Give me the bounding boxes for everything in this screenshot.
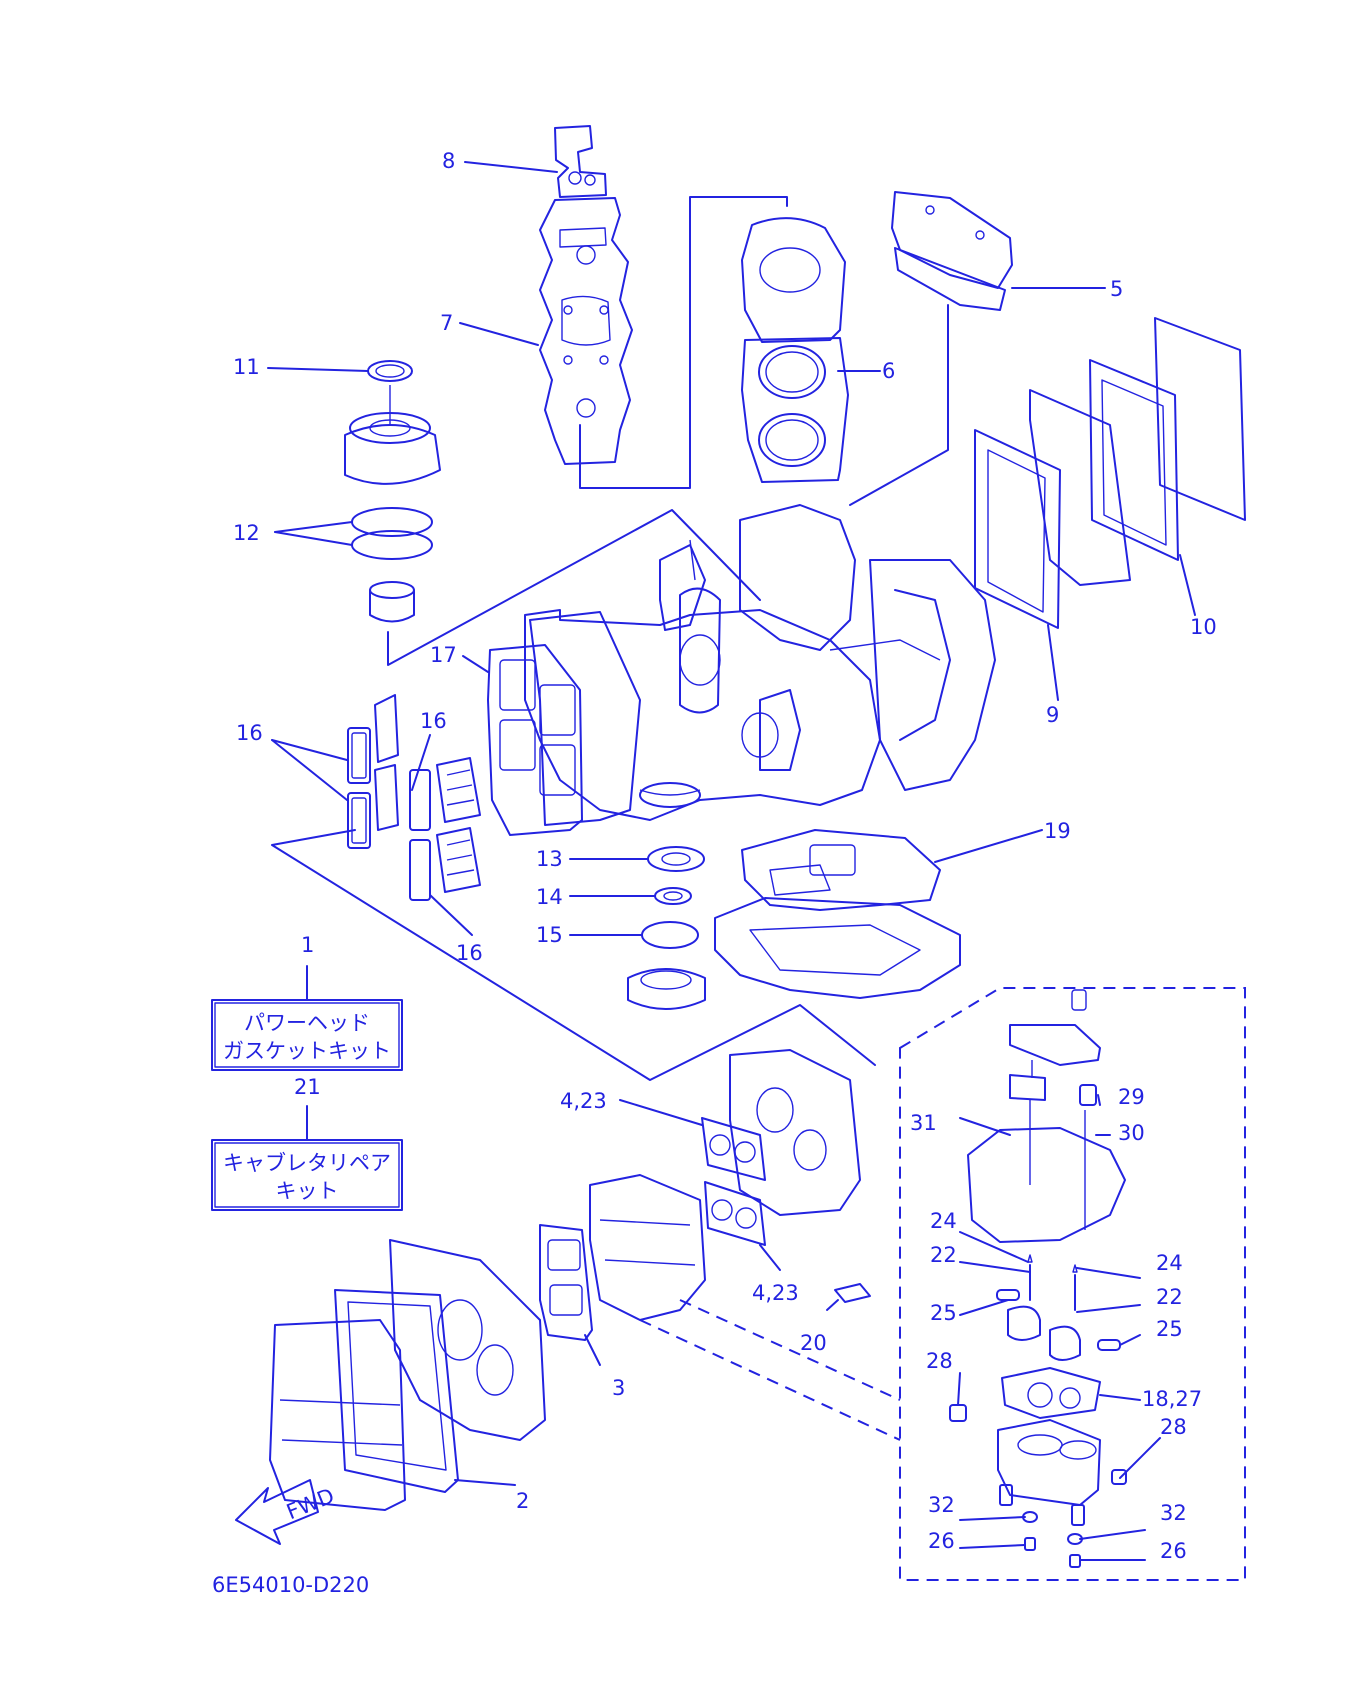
part-12-orings: [351, 507, 433, 560]
kit-bracket-lower: [271, 829, 876, 1081]
carb-float: [996, 1289, 1121, 1361]
part-14-bearing: [654, 887, 692, 905]
callout-5: 5: [1110, 277, 1123, 301]
callout-26-left: 26: [928, 1529, 955, 1553]
callout-25-right: 25: [1156, 1317, 1183, 1341]
callout-32-left: 32: [928, 1493, 955, 1517]
callout-9: 9: [1046, 703, 1059, 727]
part-20-plate: [834, 1283, 871, 1303]
part-17-gasket: [487, 644, 583, 836]
callout-4-23-lower: 4,23: [752, 1281, 799, 1305]
outer-cover: [1154, 317, 1246, 521]
callout-4-23-upper: 4,23: [560, 1089, 607, 1113]
callout-16-lower: 16: [456, 941, 483, 965]
callout-3: 3: [612, 1376, 625, 1400]
callout-16-middle: 16: [420, 709, 447, 733]
part-5-link-line: [849, 304, 949, 506]
part-13-seal: [647, 846, 705, 872]
leader-lines: [267, 161, 1196, 1561]
callout-20: 20: [800, 1331, 827, 1355]
callout-6: 6: [882, 359, 895, 383]
callout-2: 2: [516, 1489, 529, 1513]
dashed-leader-upper: [679, 1299, 901, 1401]
callout-31: 31: [910, 1111, 937, 1135]
exhaust-guide: [714, 897, 961, 999]
fwd-arrow: [235, 1479, 319, 1545]
callout-25-left: 25: [930, 1301, 957, 1325]
callout-32-right: 32: [1160, 1501, 1187, 1525]
part-18-27-gasket: [1001, 1367, 1101, 1419]
callout-30: 30: [1118, 1121, 1145, 1145]
part-11-housing: [344, 385, 441, 485]
part-5-cover: [891, 191, 1013, 311]
part-10-gasket: [1089, 359, 1179, 561]
callout-22-left: 22: [930, 1243, 957, 1267]
intake-manifold: [529, 611, 641, 826]
part-6-cylinder-head: [741, 217, 849, 483]
callout-7: 7: [440, 311, 453, 335]
callout-19: 19: [1044, 819, 1071, 843]
part-2-gasket: [334, 1289, 459, 1493]
callout-26-right: 26: [1160, 1539, 1187, 1563]
throttle-body: [389, 1239, 546, 1441]
callout-24-left: 24: [930, 1209, 957, 1233]
float-bowl: [997, 1419, 1101, 1506]
intake-silencer: [269, 1319, 406, 1511]
crankcase-block: [524, 504, 996, 821]
callout-1: 1: [301, 933, 314, 957]
carb-top-assembly: [1009, 989, 1101, 1106]
callout-14: 14: [536, 885, 563, 909]
power-head-kit-line2: ガスケットキット: [223, 1039, 391, 1063]
carb-needle-parts: [1027, 1254, 1078, 1311]
part-15-oring: [641, 921, 699, 949]
callout-13: 13: [536, 847, 563, 871]
callout-24-right: 24: [1156, 1251, 1183, 1275]
inner-cover: [1029, 389, 1131, 586]
carb-detail-box: [899, 987, 1246, 1581]
part-4-23-gasket-lower: [704, 1181, 766, 1246]
power-head-kit-line1: パワーヘッド: [244, 1011, 370, 1035]
part-7-gasket: [539, 197, 633, 465]
callout-28-left: 28: [926, 1349, 953, 1373]
bushing: [369, 581, 415, 623]
assembly-bracket-line: [579, 196, 788, 489]
carburetor-upper: [729, 1049, 861, 1216]
callout-10: 10: [1190, 615, 1217, 639]
bearing-housing: [627, 968, 706, 1010]
callout-8: 8: [442, 149, 455, 173]
part-4-23-gasket-upper: [701, 1117, 766, 1181]
part-3-gasket: [539, 1224, 593, 1341]
exhaust-guide-detail: [749, 924, 921, 976]
callout-11: 11: [233, 355, 260, 379]
dashed-leader-lower: [639, 1319, 901, 1441]
callout-21: 21: [294, 1075, 321, 1099]
callout-15: 15: [536, 923, 563, 947]
bowl-screws: [949, 1404, 1127, 1568]
part-11-seal: [367, 360, 413, 382]
callout-18-27: 18,27: [1142, 1387, 1202, 1411]
carburetor-lower: [589, 1174, 706, 1321]
part-19-gasket: [741, 829, 941, 911]
callout-12: 12: [233, 521, 260, 545]
carb-kit-line2: キット: [276, 1179, 339, 1203]
callout-17: 17: [430, 643, 457, 667]
kit-bracket-upper: [387, 509, 761, 666]
carb-body: [967, 1100, 1126, 1243]
part-8-plate: [554, 125, 607, 198]
part-9-gasket: [974, 429, 1061, 629]
part-16-reeds: [347, 694, 481, 901]
diagram-code: 6E54010-D220: [212, 1573, 369, 1597]
carb-kit-line1: キャブレタリペア: [223, 1151, 391, 1175]
callout-16-left: 16: [236, 721, 263, 745]
callout-29: 29: [1118, 1085, 1145, 1109]
callout-22-right: 22: [1156, 1285, 1183, 1309]
callout-28-right: 28: [1160, 1415, 1187, 1439]
